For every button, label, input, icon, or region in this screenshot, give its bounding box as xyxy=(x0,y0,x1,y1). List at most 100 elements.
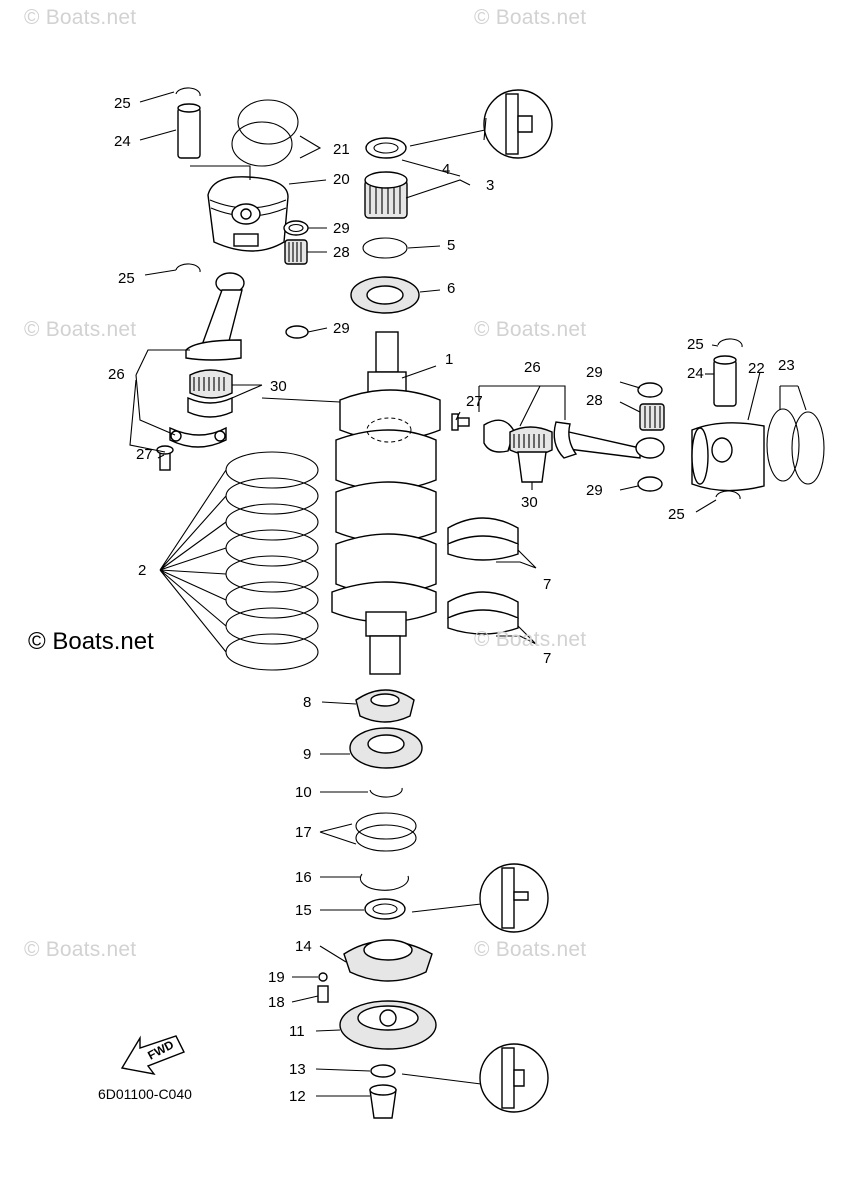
part-24-piston-pin-left xyxy=(177,103,201,159)
callout-7-lower: 7 xyxy=(543,650,552,667)
part-20-piston xyxy=(207,176,289,252)
part-1-crankshaft xyxy=(331,331,441,675)
part-11-flywheel-housing xyxy=(339,1000,437,1050)
part-connecting-rod-left xyxy=(185,272,245,361)
callout-26-center: 26 xyxy=(524,359,541,376)
callout-30-center: 30 xyxy=(521,494,538,511)
callout-15: 15 xyxy=(295,902,312,919)
part-23-ring-b xyxy=(791,411,825,485)
grease-detail-middle xyxy=(411,863,549,933)
callout-10: 10 xyxy=(295,784,312,801)
part-28-needle-bearing-left xyxy=(284,239,308,265)
fwd-arrow-icon xyxy=(120,1035,185,1076)
callout-11: 11 xyxy=(289,1023,305,1040)
part-17-ring-a xyxy=(355,812,417,840)
callout-4: 4 xyxy=(442,161,451,178)
callout-25-upper-right: 25 xyxy=(687,336,704,353)
callout-29-right-lower: 29 xyxy=(586,482,603,499)
callout-18: 18 xyxy=(268,994,285,1011)
part-15-oil-seal xyxy=(364,898,406,920)
grease-detail-bottom xyxy=(401,1043,549,1113)
part-29-washer-a xyxy=(283,220,309,236)
watermark-lower-center: © Boats.net xyxy=(474,628,587,651)
part-7-bearing-half-b xyxy=(447,591,519,635)
part-23-ring-a xyxy=(766,408,800,482)
part-30-bearing-left xyxy=(187,369,233,418)
part-24-piston-pin-right xyxy=(713,355,737,407)
watermark-mid-left: © Boats.net xyxy=(24,318,137,341)
watermark-mid-center: © Boats.net xyxy=(474,318,587,341)
callout-26-left: 26 xyxy=(108,366,125,383)
callout-27-center: 27 xyxy=(466,393,483,410)
part-25-clip-upper-right xyxy=(717,338,743,348)
part-26-rod-cap-center xyxy=(483,419,515,453)
callout-19: 19 xyxy=(268,969,285,986)
part-27-bolt-center xyxy=(451,413,470,431)
leader-lines xyxy=(129,91,807,1097)
callout-13: 13 xyxy=(289,1061,306,1078)
part-17-ring-b xyxy=(355,824,417,852)
callout-24-upper-left: 24 xyxy=(114,133,131,150)
watermark-main: © Boats.net xyxy=(28,628,154,655)
part-30-bearing-center xyxy=(509,426,553,483)
part-10-snap-ring xyxy=(369,787,403,798)
part-8-gear xyxy=(355,689,415,723)
callout-29-upper: 29 xyxy=(333,220,350,237)
part-22-piston-right xyxy=(691,422,765,492)
part-13-seal-small xyxy=(370,1064,396,1078)
part-19-washer-small xyxy=(318,972,328,982)
callout-9: 9 xyxy=(303,746,312,763)
part-21-ring-b xyxy=(231,121,293,167)
part-29-washer-d xyxy=(637,476,663,492)
part-5-o-ring xyxy=(362,237,408,259)
part-4-oil-seal xyxy=(365,137,407,159)
callout-28-right: 28 xyxy=(586,392,603,409)
callout-25-lower-right: 25 xyxy=(668,506,685,523)
callout-5: 5 xyxy=(447,237,456,254)
watermark-top-center: © Boats.net xyxy=(474,6,587,29)
part-21-ring-a xyxy=(237,99,299,145)
callout-24-right: 24 xyxy=(687,365,704,382)
callout-1: 1 xyxy=(445,351,454,368)
part-6-ball-bearing-upper xyxy=(350,276,420,314)
callout-25-mid-left: 25 xyxy=(118,270,135,287)
part-14-housing xyxy=(343,939,433,982)
part-3-bearing-upper xyxy=(364,171,408,219)
diagram-code: 6D01100-C040 xyxy=(98,1086,192,1102)
part-connecting-rod-right xyxy=(553,421,665,459)
callout-3: 3 xyxy=(486,177,495,194)
callout-28-left: 28 xyxy=(333,244,350,261)
callout-8: 8 xyxy=(303,694,312,711)
callout-22: 22 xyxy=(748,360,765,377)
part-25-clip-mid-left xyxy=(175,263,201,273)
part-2-ring-stack xyxy=(225,451,319,671)
callout-16: 16 xyxy=(295,869,312,886)
callout-29-right-upper: 29 xyxy=(586,364,603,381)
callout-23: 23 xyxy=(778,357,795,374)
callout-30-left: 30 xyxy=(270,378,287,395)
part-9-ball-bearing-lower xyxy=(349,727,423,769)
part-18-bolt-small xyxy=(317,985,329,1003)
part-7-bearing-half-a xyxy=(447,517,519,561)
part-29-washer-c xyxy=(637,382,663,398)
part-28-needle-bearing-right xyxy=(639,403,665,431)
callout-2: 2 xyxy=(138,562,147,579)
callout-25-upper-left: 25 xyxy=(114,95,131,112)
part-25-clip-lower-right xyxy=(715,490,741,500)
callout-20: 20 xyxy=(333,171,350,188)
watermark-bottom-center: © Boats.net xyxy=(474,938,587,961)
callout-6: 6 xyxy=(447,280,456,297)
watermark-top-left: © Boats.net xyxy=(24,6,137,29)
grease-detail-top xyxy=(409,89,553,159)
callout-17: 17 xyxy=(295,824,312,841)
callout-14: 14 xyxy=(295,938,312,955)
part-rod-cap-left xyxy=(169,426,227,448)
callout-29-mid-left: 29 xyxy=(333,320,350,337)
part-16-circlip xyxy=(359,873,409,891)
part-12-nut xyxy=(369,1084,397,1119)
callout-7-upper: 7 xyxy=(543,576,552,593)
part-27-bolt-left xyxy=(156,445,174,471)
part-29-washer-b xyxy=(285,325,309,339)
callout-21: 21 xyxy=(333,141,350,158)
